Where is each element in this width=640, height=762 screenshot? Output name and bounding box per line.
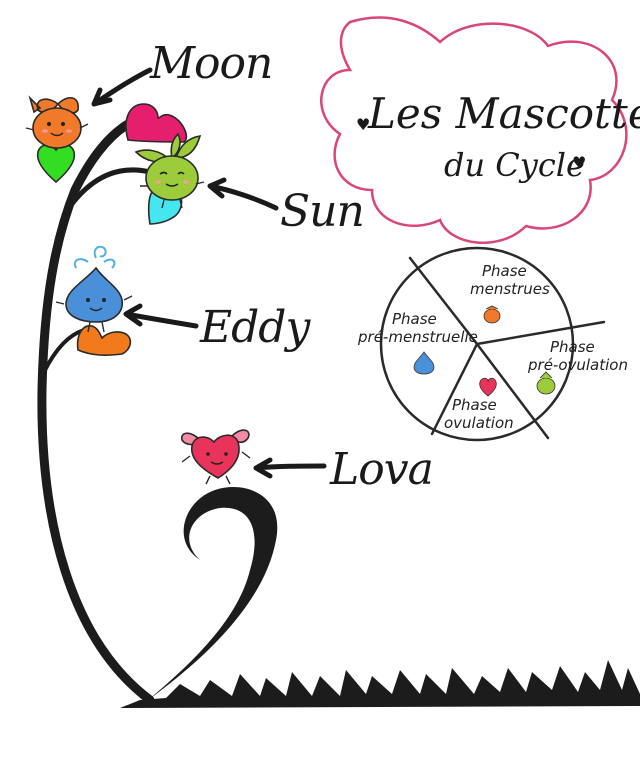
- sun-arrow: [207, 177, 279, 211]
- lova-arrow: [253, 457, 327, 479]
- phase-wheel: Phase menstrues Phase pré-ovulation Phas…: [357, 246, 628, 442]
- eddy-label: Eddy: [199, 302, 311, 353]
- green-heart-icon: [36, 144, 76, 184]
- phase-premenstruelle-title: Phase: [392, 310, 437, 328]
- phase-preovulation-title: Phase: [550, 338, 595, 356]
- phase-menstrues-name: menstrues: [470, 280, 550, 298]
- moon-label: Moon: [149, 38, 272, 89]
- sun-label: Sun: [280, 186, 364, 237]
- mini-lova-icon: [479, 377, 497, 397]
- phase-ovulation-name: ovulation: [444, 414, 514, 432]
- moon-body: [32, 107, 82, 149]
- lova-callout: Lova: [253, 444, 434, 495]
- moon-callout: Moon: [91, 38, 273, 107]
- phase-premenstruelle-name: pré-menstruelle: [357, 328, 478, 346]
- mini-sun-icon: [536, 371, 556, 395]
- sun-body: [145, 155, 199, 201]
- phase-preovulation-name: pré-ovulation: [527, 356, 628, 374]
- lova-label: Lova: [329, 444, 433, 495]
- tree-trunk: [37, 115, 155, 705]
- lova-body: [191, 434, 240, 479]
- mini-moon-icon: [483, 305, 501, 324]
- wheel-dividers: [408, 256, 606, 440]
- tree: [37, 115, 640, 708]
- sun-mascot: [125, 103, 205, 225]
- cloud-outline: [320, 16, 628, 244]
- title-heart-right-icon: ♥: [572, 153, 586, 172]
- lova-mascot: [180, 429, 251, 485]
- phase-ovulation-title: Phase: [452, 396, 497, 414]
- tree-curl-stem: [148, 487, 278, 700]
- moon-mascot: [25, 95, 89, 184]
- sun-callout: Sun: [207, 177, 365, 237]
- eddy-body: [65, 266, 123, 323]
- grass: [120, 660, 640, 708]
- moon-arrow: [91, 67, 153, 107]
- eddy-arrow: [123, 303, 199, 329]
- phase-menstrues-title: Phase: [482, 262, 527, 280]
- eddy-mascot: [55, 245, 133, 356]
- mini-eddy-icon: [413, 351, 435, 375]
- title-line1: Les Mascottes: [367, 89, 640, 138]
- title-heart-left-icon: ♥: [356, 115, 370, 134]
- title-line2: du Cycle: [444, 146, 585, 184]
- wheel-outline: [379, 246, 575, 442]
- eddy-callout: Eddy: [123, 302, 312, 353]
- eddy-swirl-icon: [74, 245, 116, 269]
- title-cloud: Les Mascottes du Cycle ♥ ♥: [320, 16, 640, 244]
- tree-branch-sun: [61, 167, 153, 218]
